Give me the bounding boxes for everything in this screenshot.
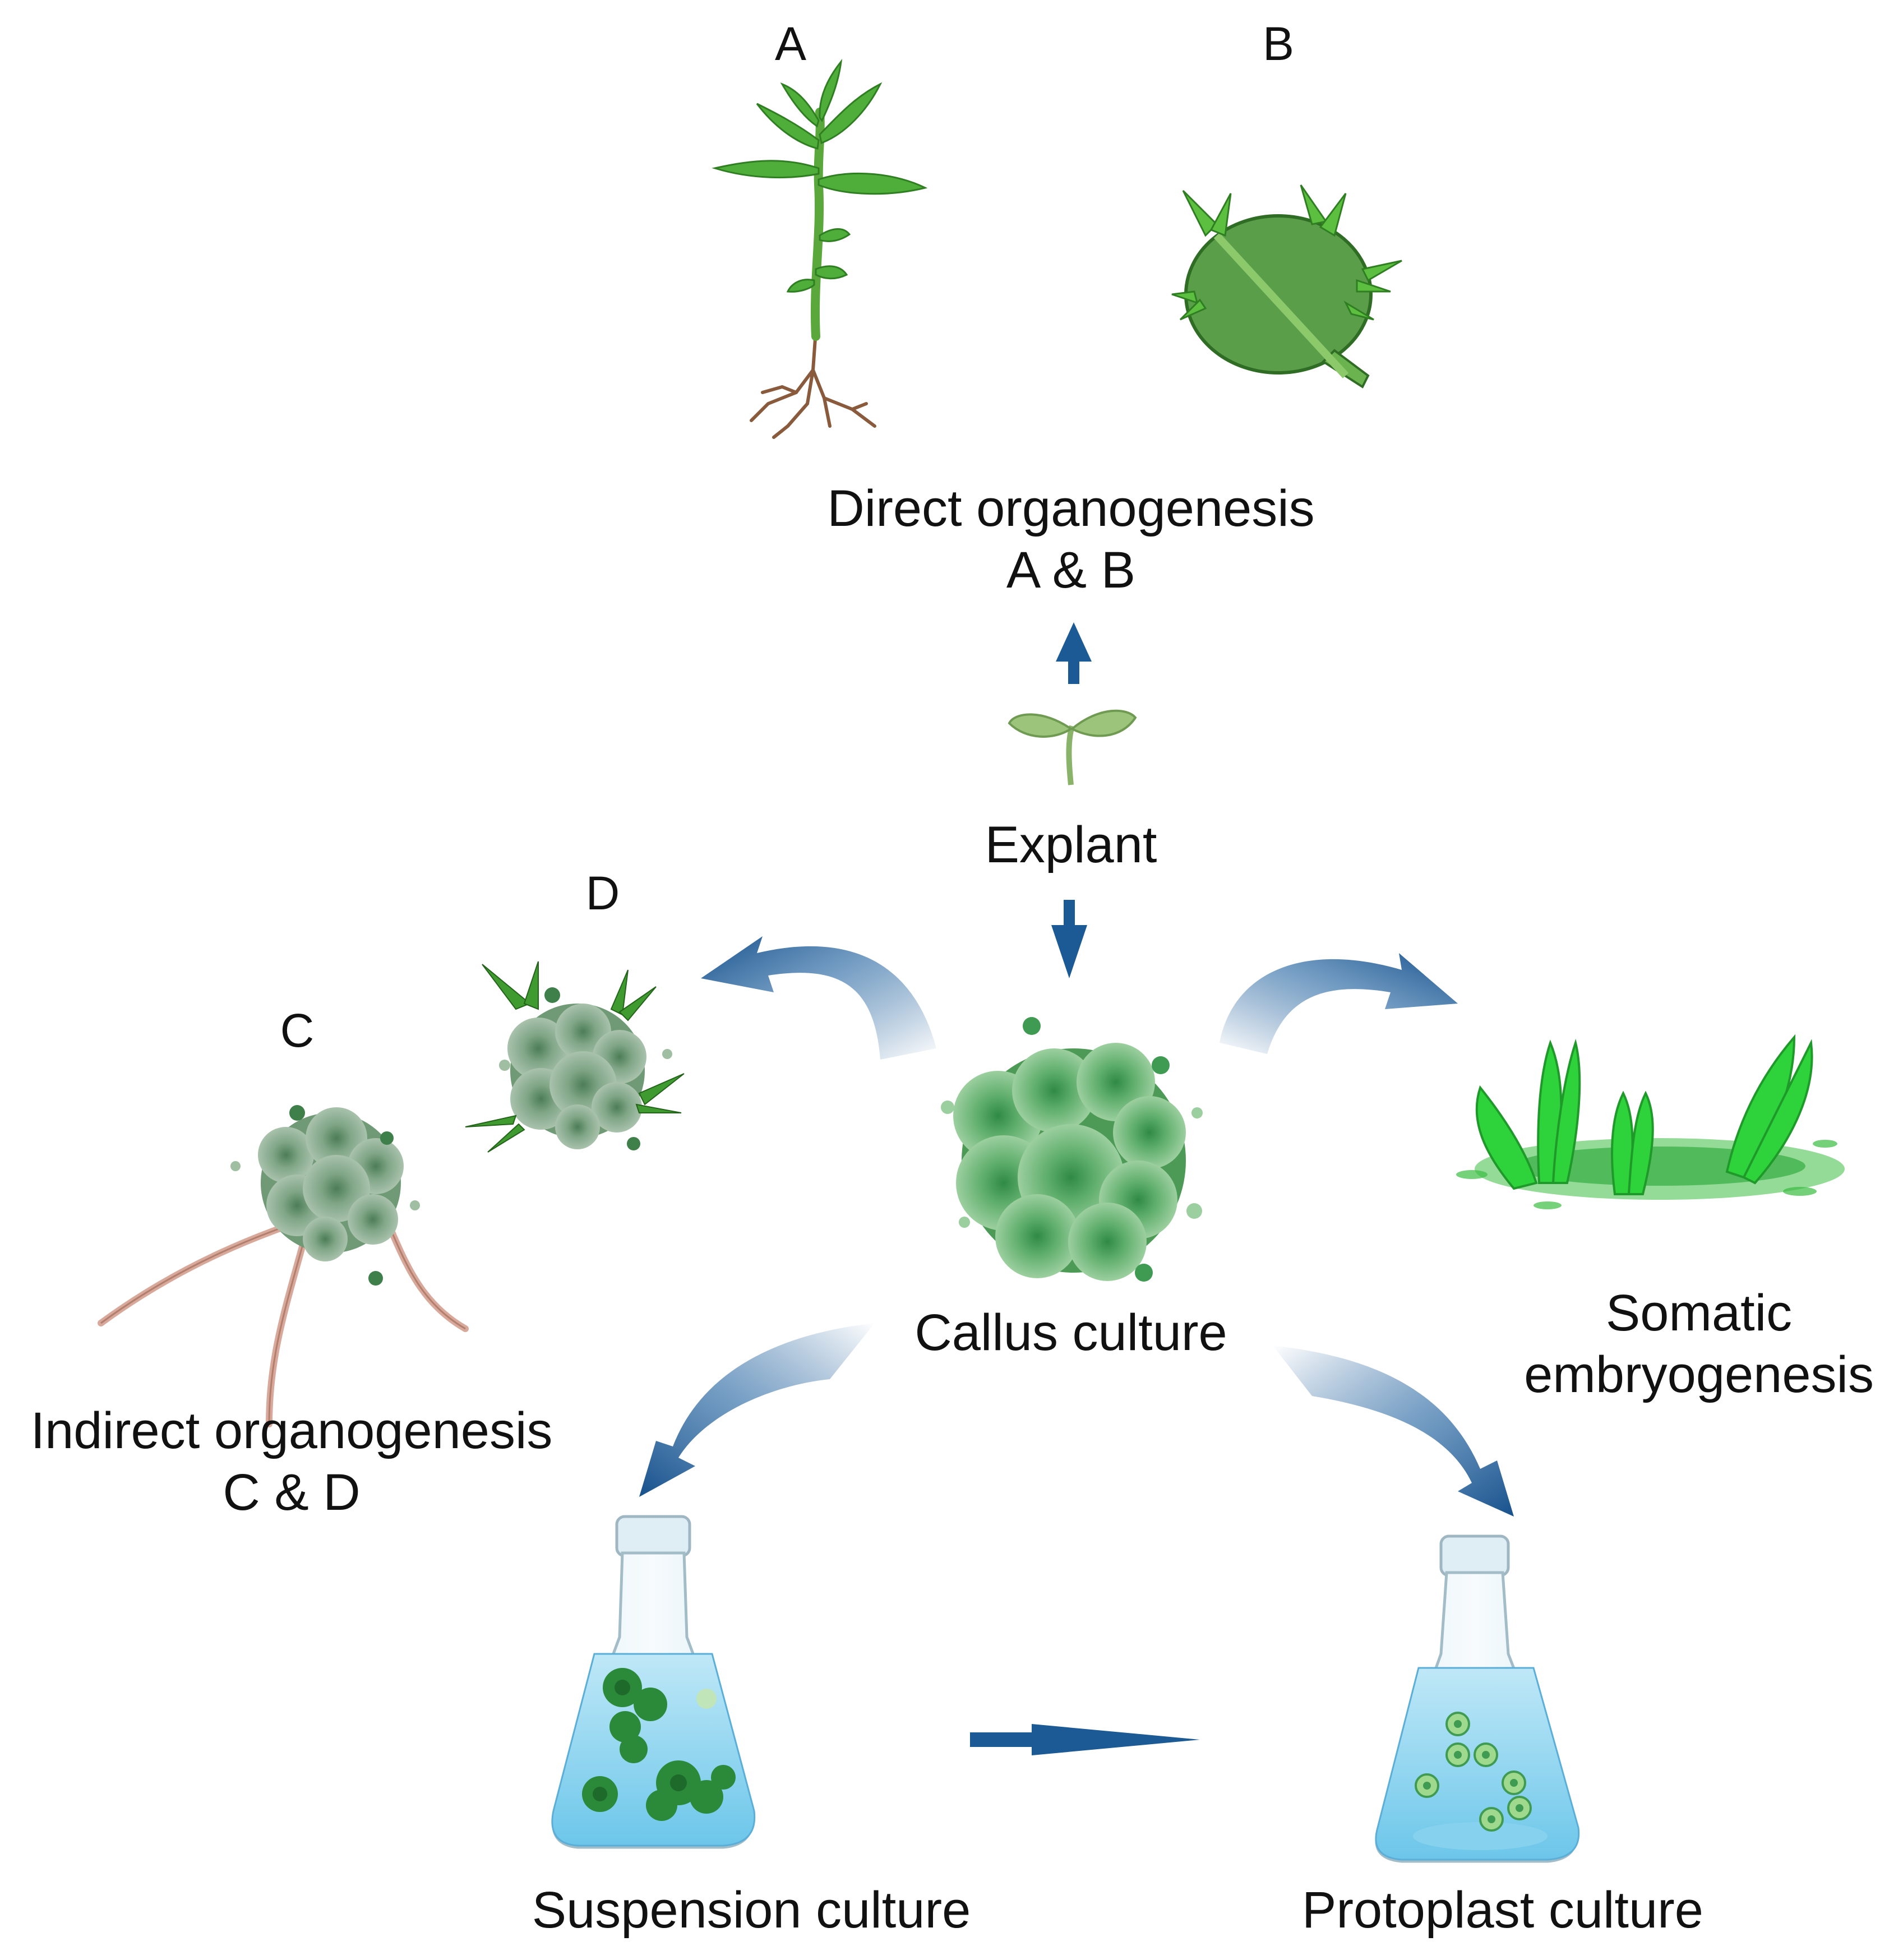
explant-label: Explant — [985, 816, 1157, 873]
letter-c: C — [280, 1004, 315, 1057]
arrow-icon — [1051, 900, 1087, 978]
direct-organogenesis-sub: A & B — [1006, 542, 1136, 599]
somatic-line1: Somatic — [1605, 1284, 1793, 1342]
arrow-icon — [970, 1724, 1200, 1755]
somatic-embryos-icon — [1456, 1034, 1845, 1209]
arrow-icon — [1273, 1346, 1514, 1517]
protoplast-flask-icon — [1375, 1534, 1580, 1863]
protoplast-culture-label: Protoplast culture — [1302, 1882, 1703, 1939]
seedling-icon — [1008, 709, 1137, 785]
leaf-explant-icon — [1171, 184, 1402, 389]
direct-organogenesis-title: Direct organogenesis — [827, 480, 1315, 537]
callus-icon — [941, 1017, 1203, 1282]
letter-a: A — [774, 17, 807, 70]
callus-roots-icon — [98, 1105, 469, 1427]
plantlet-icon — [712, 58, 928, 439]
arrow-icon — [639, 1323, 875, 1497]
letter-b: B — [1262, 17, 1295, 70]
callus-culture-label: Callus culture — [914, 1304, 1227, 1361]
callus-shoots-icon — [465, 961, 685, 1153]
letter-d: D — [585, 867, 620, 919]
arrow-icon — [1056, 622, 1092, 684]
indirect-organogenesis-title: Indirect organogenesis — [30, 1402, 553, 1459]
indirect-organogenesis-sub: C & D — [223, 1464, 361, 1521]
arrow-icon — [1220, 953, 1458, 1054]
suspension-culture-label: Suspension culture — [532, 1882, 971, 1939]
somatic-line2: embryogenesis — [1524, 1346, 1874, 1403]
arrow-icon — [701, 936, 936, 1060]
suspension-flask-icon — [551, 1515, 756, 1849]
